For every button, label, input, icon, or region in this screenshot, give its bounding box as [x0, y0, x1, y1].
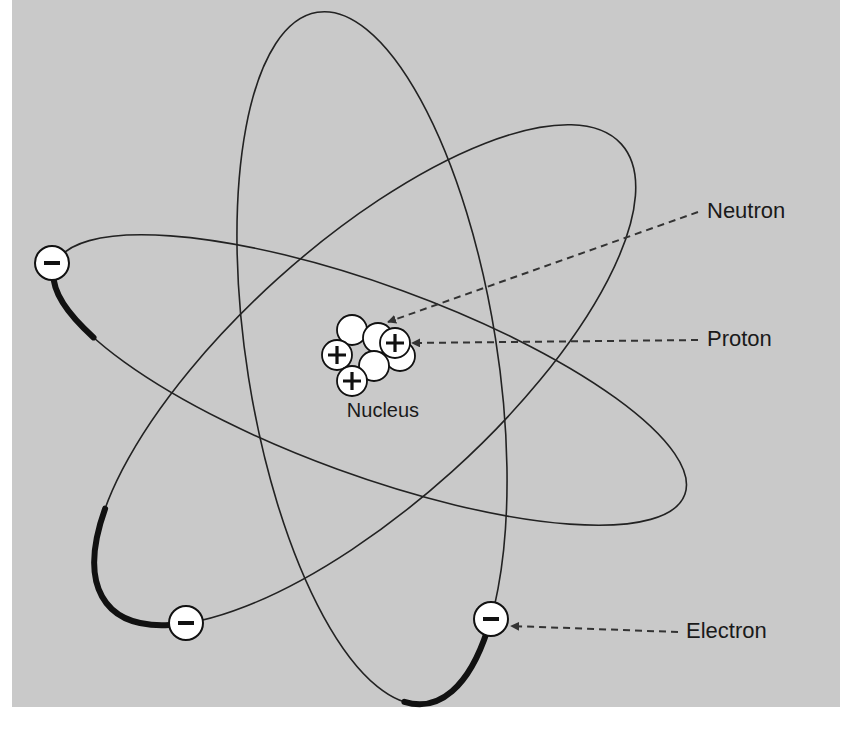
orbit: [194, 0, 550, 723]
plus-sign: [343, 372, 361, 390]
part-label: Nucleus: [345, 398, 421, 422]
leader-arrow: [412, 340, 698, 343]
orbit: [22, 48, 709, 703]
proton: [337, 366, 367, 396]
minus-sign: [44, 261, 60, 265]
orbit-trail: [94, 509, 169, 625]
callout-label: Proton: [705, 326, 774, 352]
electron: [35, 246, 69, 280]
leader-arrow: [388, 212, 698, 322]
minus-sign: [483, 617, 499, 621]
orbit: [23, 176, 718, 584]
callout-label: Electron: [684, 618, 769, 644]
proton: [322, 340, 352, 370]
minus-sign: [178, 621, 194, 625]
orbit-trail: [53, 274, 93, 338]
electron: [169, 606, 203, 640]
electron: [474, 602, 508, 636]
callout-label: Neutron: [705, 198, 787, 224]
ground: [12, 0, 840, 707]
plus-sign: [386, 334, 404, 352]
plus-sign: [328, 346, 346, 364]
proton: [380, 328, 410, 358]
orbit-trail: [404, 630, 487, 704]
leader-arrow: [511, 626, 678, 632]
